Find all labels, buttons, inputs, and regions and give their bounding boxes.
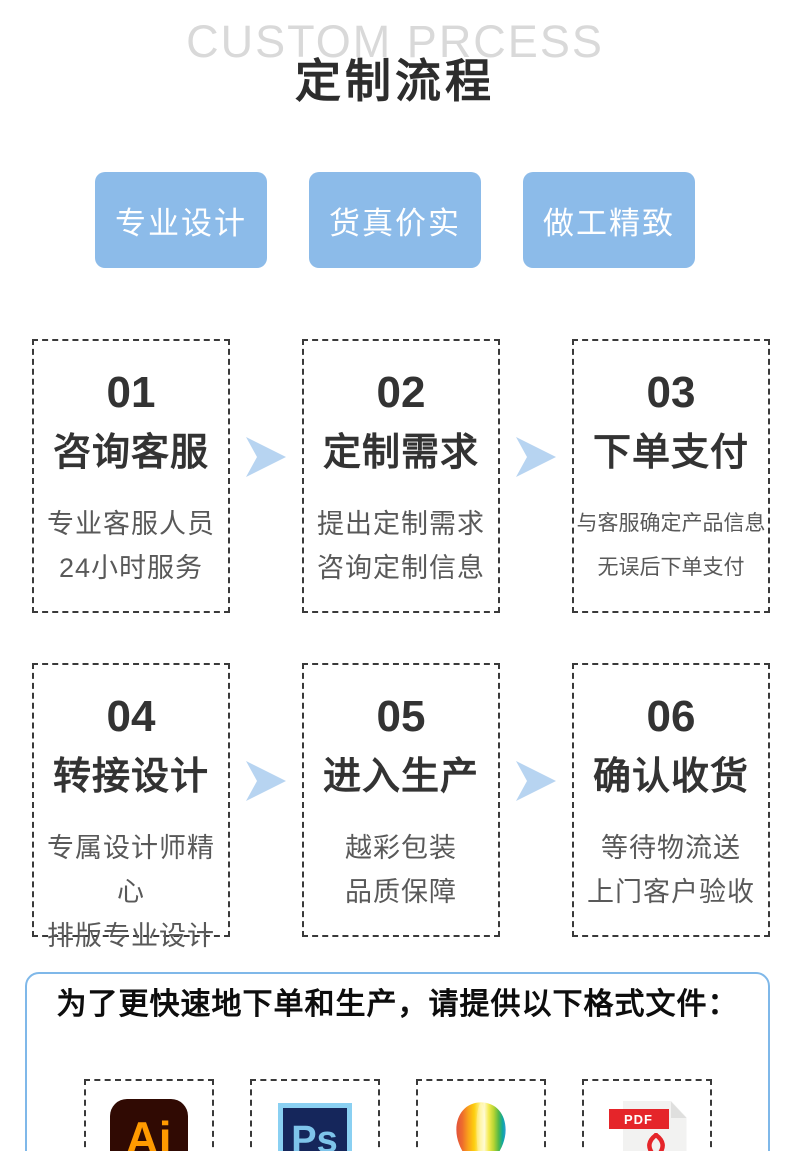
step-line: 专属设计师精心 <box>47 833 215 907</box>
adobe-illustrator-icon: Ai <box>109 1099 188 1151</box>
step-line: 与客服确定产品信息 <box>576 512 766 535</box>
step-box-02: 02 定制需求 提出定制需求 咨询定制信息 <box>302 339 500 613</box>
step-description: 等待物流送 上门客户验收 <box>574 826 768 914</box>
arrow-right-icon <box>246 437 286 477</box>
step-number: 06 <box>646 692 696 741</box>
section-header: CUSTOM PRCESS 定制流程 <box>0 0 790 130</box>
step-line: 无误后下单支付 <box>597 556 745 579</box>
step-description: 提出定制需求 咨询定制信息 <box>304 502 498 590</box>
step-line: 咨询定制信息 <box>317 553 485 583</box>
format-box-photoshop: Ps <box>249 1079 380 1151</box>
step-number: 03 <box>646 368 696 417</box>
step-line: 等待物流送 <box>601 833 741 863</box>
step-box-05: 05 进入生产 越彩包装 品质保障 <box>302 663 500 937</box>
file-format-panel: 为了更快速地下单和生产，请提供以下格式文件： Ai Ps <box>25 972 770 1151</box>
arrow-right-icon <box>246 761 286 801</box>
step-line: 专业客服人员 <box>47 509 215 539</box>
steps-row-2: 04 转接设计 专属设计师精心 排版专业设计 05 进入生产 越彩包装 品质保障 <box>32 663 770 951</box>
step-title: 确认收货 <box>592 756 749 798</box>
page-title: 定制流程 <box>295 55 495 107</box>
step-title: 定制需求 <box>322 432 479 474</box>
step-line: 提出定制需求 <box>317 509 485 539</box>
step-number: 01 <box>106 368 156 417</box>
file-format-note: 为了更快速地下单和生产，请提供以下格式文件： <box>56 988 739 1021</box>
pdf-label: PDF <box>608 1109 669 1129</box>
step-box-06: 06 确认收货 等待物流送 上门客户验收 <box>572 663 770 937</box>
step-title: 咨询客服 <box>52 432 209 474</box>
arrow-right-icon <box>516 761 556 801</box>
step-title: 转接设计 <box>52 756 209 798</box>
step-number: 04 <box>106 692 156 741</box>
format-box-pdf: PDF <box>581 1079 712 1151</box>
step-line: 排版专业设计 <box>47 921 215 951</box>
feature-badge-design: 专业设计 <box>95 172 267 268</box>
adobe-photoshop-icon: Ps <box>277 1103 352 1151</box>
step-description: 越彩包装 品质保障 <box>304 826 498 914</box>
arrow-cell <box>500 339 572 613</box>
step-title: 进入生产 <box>322 756 479 798</box>
step-box-03: 03 下单支付 与客服确定产品信息 无误后下单支付 <box>572 339 770 613</box>
arrow-cell <box>500 663 572 937</box>
step-description: 专业客服人员 24小时服务 <box>34 502 228 590</box>
step-number: 05 <box>376 692 426 741</box>
arrow-right-icon <box>516 437 556 477</box>
step-description: 专属设计师精心 排版专业设计 <box>34 826 228 958</box>
step-title: 下单支付 <box>592 432 749 474</box>
step-box-01: 01 咨询客服 专业客服人员 24小时服务 <box>32 339 230 613</box>
pdf-ribbon-icon <box>646 1133 665 1151</box>
watermark-text: CUSTOM PRCESS <box>186 16 604 67</box>
feature-badge-craft: 做工精致 <box>523 172 695 268</box>
coreldraw-balloon-icon <box>453 1100 509 1151</box>
pdf-icon: PDF <box>601 1099 693 1151</box>
step-number: 02 <box>376 368 426 417</box>
step-line: 上门客户验收 <box>587 877 755 907</box>
feature-badges: 专业设计 货真价实 做工精致 <box>0 172 790 268</box>
step-line: 品质保障 <box>345 877 457 907</box>
format-box-illustrator: Ai <box>83 1079 214 1151</box>
steps-row-1: 01 咨询客服 专业客服人员 24小时服务 02 定制需求 提出定制需求 咨询定… <box>32 339 770 613</box>
arrow-cell <box>230 663 302 937</box>
file-format-list: Ai Ps <box>27 1079 768 1151</box>
step-description: 与客服确定产品信息 无误后下单支付 <box>574 502 768 590</box>
feature-badge-value: 货真价实 <box>309 172 481 268</box>
step-line: 24小时服务 <box>58 553 204 583</box>
format-box-coreldraw <box>415 1079 546 1151</box>
step-line: 越彩包装 <box>345 833 457 863</box>
arrow-cell <box>230 339 302 613</box>
step-box-04: 04 转接设计 专属设计师精心 排版专业设计 <box>32 663 230 951</box>
